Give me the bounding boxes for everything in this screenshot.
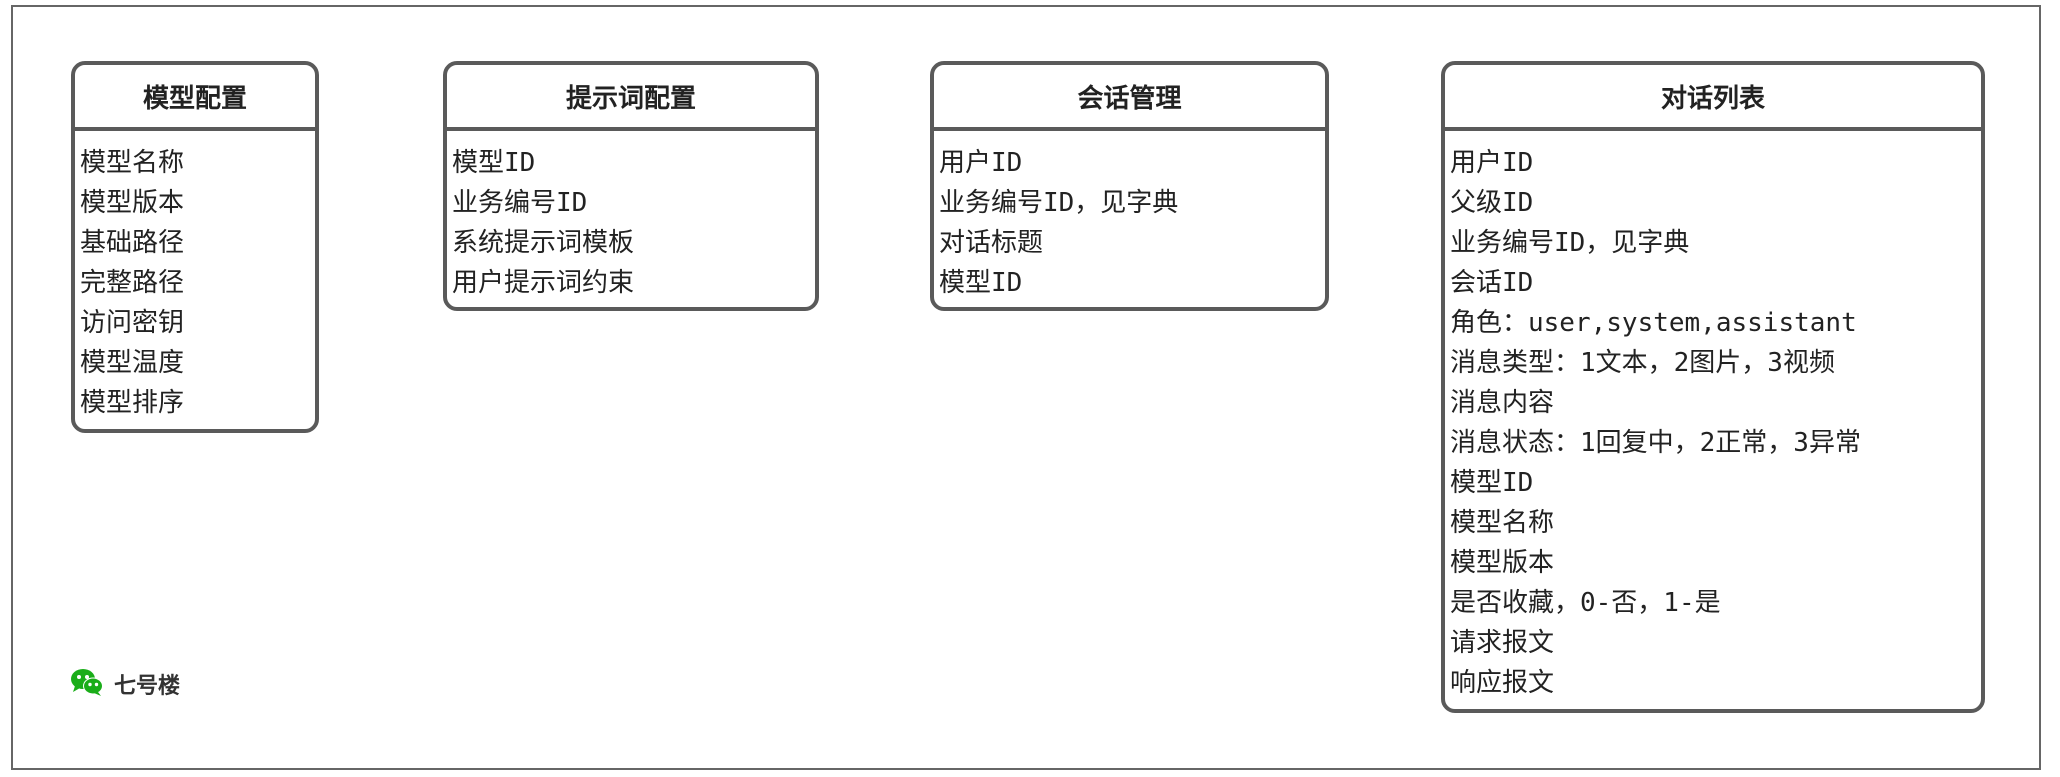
watermark: 七号楼 — [70, 667, 180, 701]
field-item: 响应报文 — [1450, 668, 1555, 698]
field-item: 用户ID — [939, 148, 1023, 178]
entity-title: 对话列表 — [1445, 65, 1981, 131]
entity-prompt-config[interactable]: 提示词配置 模型ID 业务编号ID 系统提示词模板 用户提示词约束 — [443, 61, 819, 311]
field-item: 模型名称 — [1450, 508, 1555, 538]
field-item: 用户ID — [1450, 148, 1534, 178]
field-list: 模型ID 业务编号ID 系统提示词模板 用户提示词约束 — [447, 131, 815, 303]
field-item: 消息状态：1回复中，2正常，3异常 — [1450, 428, 1861, 458]
entity-session-management[interactable]: 会话管理 用户ID 业务编号ID，见字典 对话标题 模型ID — [930, 61, 1329, 311]
field-item: 模型ID — [452, 148, 536, 178]
entity-title: 模型配置 — [75, 65, 315, 131]
entity-conversation-list[interactable]: 对话列表 用户ID 父级ID 业务编号ID，见字典 会话ID 角色：user,s… — [1441, 61, 1985, 713]
field-item: 完整路径 — [80, 268, 185, 298]
entity-title: 提示词配置 — [447, 65, 815, 131]
field-item: 模型版本 — [1450, 548, 1555, 578]
entity-model-config[interactable]: 模型配置 模型名称 模型版本 基础路径 完整路径 访问密钥 模型温度 模型排序 — [71, 61, 319, 433]
field-item: 角色：user,system,assistant — [1450, 308, 1857, 338]
field-item: 是否收藏，0-否，1-是 — [1450, 588, 1721, 618]
entity-title: 会话管理 — [934, 65, 1325, 131]
watermark-label: 七号楼 — [114, 674, 181, 699]
diagram-frame — [11, 5, 2041, 770]
wechat-icon — [70, 667, 104, 701]
field-item: 模型ID — [1450, 468, 1534, 498]
field-item: 基础路径 — [80, 228, 185, 258]
field-item: 模型ID — [939, 268, 1023, 298]
field-item: 访问密钥 — [80, 308, 185, 338]
field-item: 业务编号ID — [452, 188, 588, 218]
field-item: 对话标题 — [939, 228, 1044, 258]
field-item: 模型版本 — [80, 188, 185, 218]
field-item: 父级ID — [1450, 188, 1534, 218]
field-list: 用户ID 父级ID 业务编号ID，见字典 会话ID 角色：user,system… — [1445, 131, 1981, 703]
field-item: 模型名称 — [80, 148, 185, 178]
field-item: 请求报文 — [1450, 628, 1555, 658]
field-item: 业务编号ID，见字典 — [939, 188, 1179, 218]
field-item: 系统提示词模板 — [452, 228, 635, 258]
field-item: 模型排序 — [80, 388, 185, 418]
field-item: 会话ID — [1450, 268, 1534, 298]
field-item: 消息内容 — [1450, 388, 1555, 418]
field-list: 用户ID 业务编号ID，见字典 对话标题 模型ID — [934, 131, 1325, 303]
field-item: 业务编号ID，见字典 — [1450, 228, 1690, 258]
field-item: 模型温度 — [80, 348, 185, 378]
field-list: 模型名称 模型版本 基础路径 完整路径 访问密钥 模型温度 模型排序 — [75, 131, 315, 423]
field-item: 用户提示词约束 — [452, 268, 635, 298]
field-item: 消息类型：1文本，2图片，3视频 — [1450, 348, 1835, 378]
